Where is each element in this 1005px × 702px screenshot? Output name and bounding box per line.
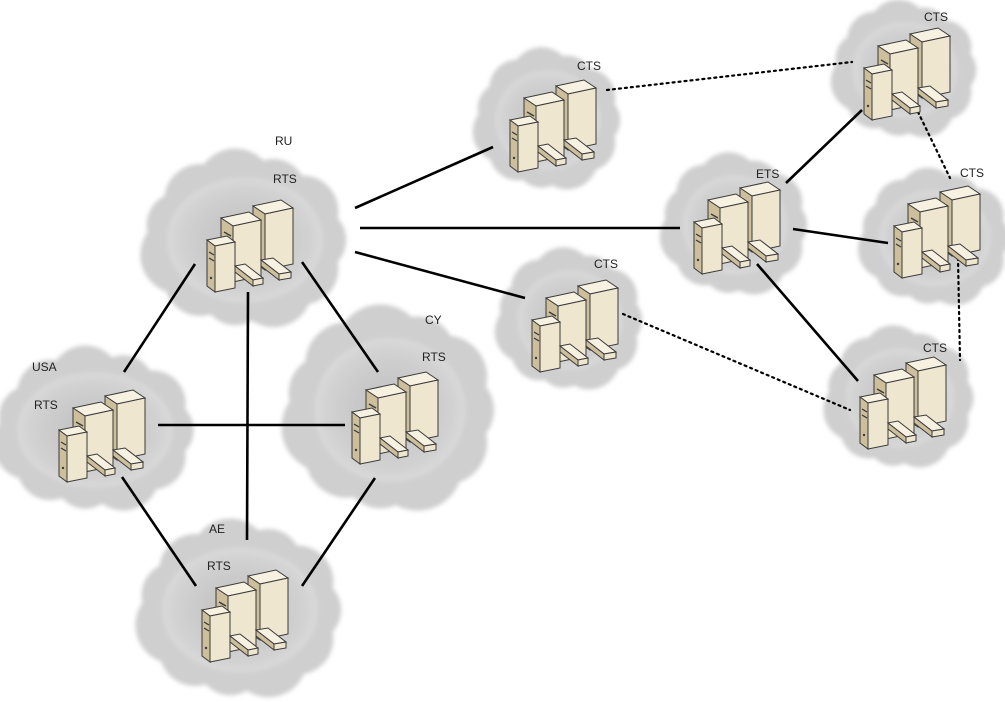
link-ru-cy <box>300 261 380 373</box>
node-ru-role-label: RTS <box>273 172 297 186</box>
node-cts-far-bot-role-label: CTS <box>923 341 947 355</box>
link-cts-far-top-cts-far-mid <box>916 110 952 180</box>
link-ru-cts-mid <box>354 250 526 300</box>
node-cts-mid-role-label: CTS <box>594 257 618 271</box>
node-ae-region-label: AE <box>209 522 226 536</box>
node-usa-role-label: RTS <box>34 398 58 412</box>
node-ru-region-label: RU <box>275 134 293 148</box>
node-ets-role-label: ETS <box>756 167 780 181</box>
link-ru-ae <box>245 291 250 541</box>
link-cts-top-cts-far-top <box>605 60 854 92</box>
cloud-ru <box>140 148 347 328</box>
link-cts-far-mid-cts-far-bot <box>956 256 962 362</box>
link-ets-cts-far-mid <box>792 227 889 245</box>
node-cy-region-label: CY <box>425 313 442 327</box>
link-ru-cts-top <box>354 145 494 210</box>
link-usa-ae <box>120 476 198 587</box>
link-ets-cts-far-bot <box>756 263 859 382</box>
node-cts-top-role-label: CTS <box>577 59 601 73</box>
link-cts-mid-cts-far-bot <box>621 312 852 412</box>
link-layer <box>120 60 962 587</box>
node-cts-far-mid-role-label: CTS <box>960 166 984 180</box>
link-ets-cts-far-top <box>785 109 863 184</box>
node-cts-far-top-role-label: CTS <box>924 10 948 24</box>
link-cy-ae <box>300 477 377 587</box>
node-ae-role-label: RTS <box>207 559 231 573</box>
link-ru-usa <box>122 263 197 373</box>
node-usa-region-label: USA <box>32 360 57 374</box>
node-cy-role-label: RTS <box>422 350 446 364</box>
